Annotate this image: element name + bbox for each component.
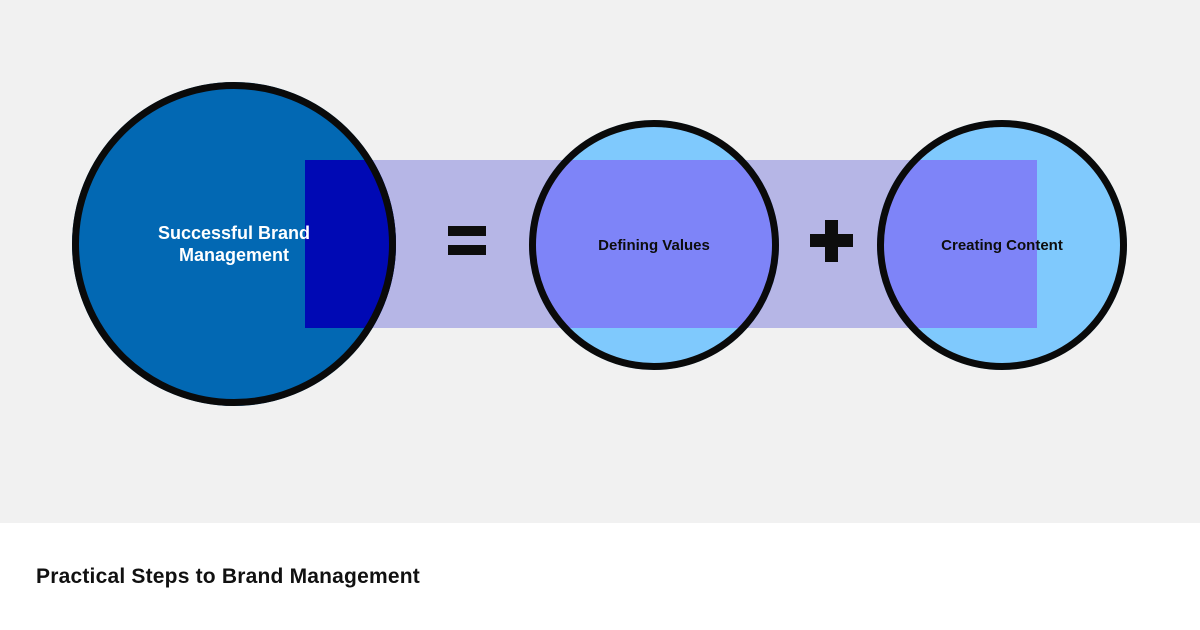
equals-bar-bottom [448,245,486,255]
circle-defining-outline [529,120,779,370]
circle-creating-outline [877,120,1127,370]
circle-successful-outline [72,82,396,406]
label-creating-content: Creating Content [941,236,1063,254]
caption-area: Practical Steps to Brand Management [0,523,1200,630]
label-defining-values: Defining Values [598,236,710,254]
plus-bar-vertical [825,220,838,262]
label-successful-brand-management: Successful Brand Management [157,223,311,265]
page-title: Practical Steps to Brand Management [36,564,420,588]
equals-icon [448,226,486,255]
plus-icon [810,220,853,262]
equals-bar-top [448,226,486,236]
diagram-area: Successful Brand Management Defining Val… [0,0,1200,523]
